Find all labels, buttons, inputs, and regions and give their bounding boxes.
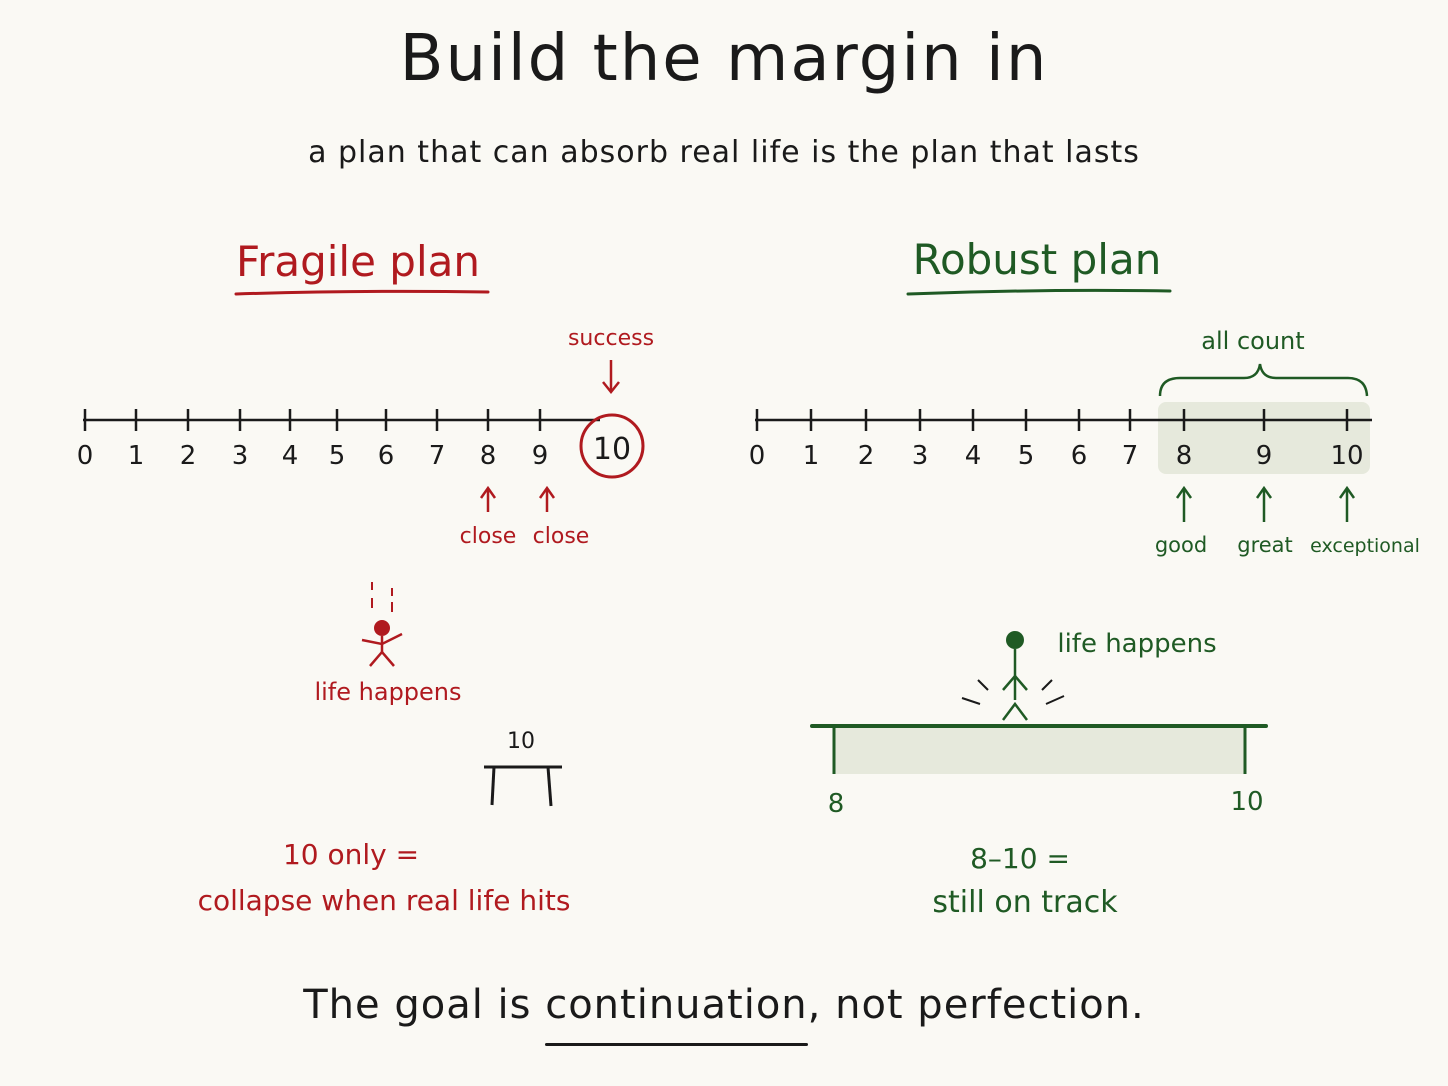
robust-tier-arrows [1175,485,1356,522]
robust-tick-label-9: 9 [1256,441,1273,471]
robust-tick-label-6: 6 [1071,441,1088,471]
fragile-tick-label-6: 6 [378,441,395,471]
robust-number-line: 0 1 2 3 4 5 6 7 8 9 10 [749,409,1372,471]
fragile-tick-label-1: 1 [128,441,145,471]
robust-beam-right-label: 10 [1230,787,1263,817]
robust-life-label: life happens [1057,629,1216,659]
fragile-table-label: 10 [507,729,535,754]
robust-beam-left-label: 8 [828,789,845,819]
robust-tier-exceptional: exceptional [1310,535,1420,557]
robust-tick-label-2: 2 [858,441,875,471]
fragile-tick-label-2: 2 [180,441,197,471]
robust-tick-label-4: 4 [965,441,982,471]
robust-tier-great: great [1237,533,1293,557]
footer-emphasis: continuation [545,982,809,1046]
robust-tier-good: good [1155,533,1207,557]
robust-heading-underline [906,288,1172,296]
robust-tick-label-8: 8 [1176,441,1193,471]
fragile-tick-label-5: 5 [329,441,346,471]
robust-tick-label-0: 0 [749,441,766,471]
robust-tick-label-1: 1 [803,441,820,471]
robust-range-brace [1158,363,1369,397]
fragile-tick-label-10: 10 [593,432,631,467]
page-title: Build the margin in [399,22,1049,96]
fragile-success-arrow [602,360,620,395]
fragile-tick-label-0: 0 [77,441,94,471]
footer-text-before: The goal is [303,982,546,1028]
robust-tick-label-7: 7 [1122,441,1139,471]
fragile-close-label-9: close [533,524,590,549]
fragile-falling-figure-icon [361,582,403,667]
robust-wide-beam [810,724,1268,774]
fragile-tick-label-4: 4 [282,441,299,471]
robust-heading: Robust plan [913,235,1162,284]
fragile-tick-label-9: 9 [532,441,549,471]
fragile-heading-underline [234,289,490,296]
fragile-close-arrows [479,485,556,512]
footer-text-after: , not perfection. [807,982,1145,1028]
fragile-life-label: life happens [314,678,461,706]
fragile-tick-label-3: 3 [232,441,249,471]
fragile-tick-label-8: 8 [480,441,497,471]
fragile-narrow-table-icon [484,765,562,807]
fragile-tick-label-7: 7 [429,441,446,471]
robust-tick-label-3: 3 [912,441,929,471]
fragile-close-label-8: close [460,524,517,549]
robust-tick-label-10: 10 [1330,441,1363,471]
robust-caption-line2: still on track [932,885,1118,920]
robust-caption-line1: 8–10 = [970,842,1070,875]
fragile-success-label: success [568,326,654,351]
fragile-heading: Fragile plan [236,237,480,286]
robust-standing-figure-icon [961,631,1065,721]
robust-tick-label-5: 5 [1018,441,1035,471]
robust-range-label: all count [1201,327,1304,355]
fragile-target-circle [579,413,645,479]
fragile-caption-line2: collapse when real life hits [198,884,571,917]
page-subtitle: a plan that can absorb real life is the … [308,135,1140,170]
footer-statement: The goal is continuation, not perfection… [0,982,1448,1046]
fragile-caption-line1: 10 only = [283,838,419,871]
